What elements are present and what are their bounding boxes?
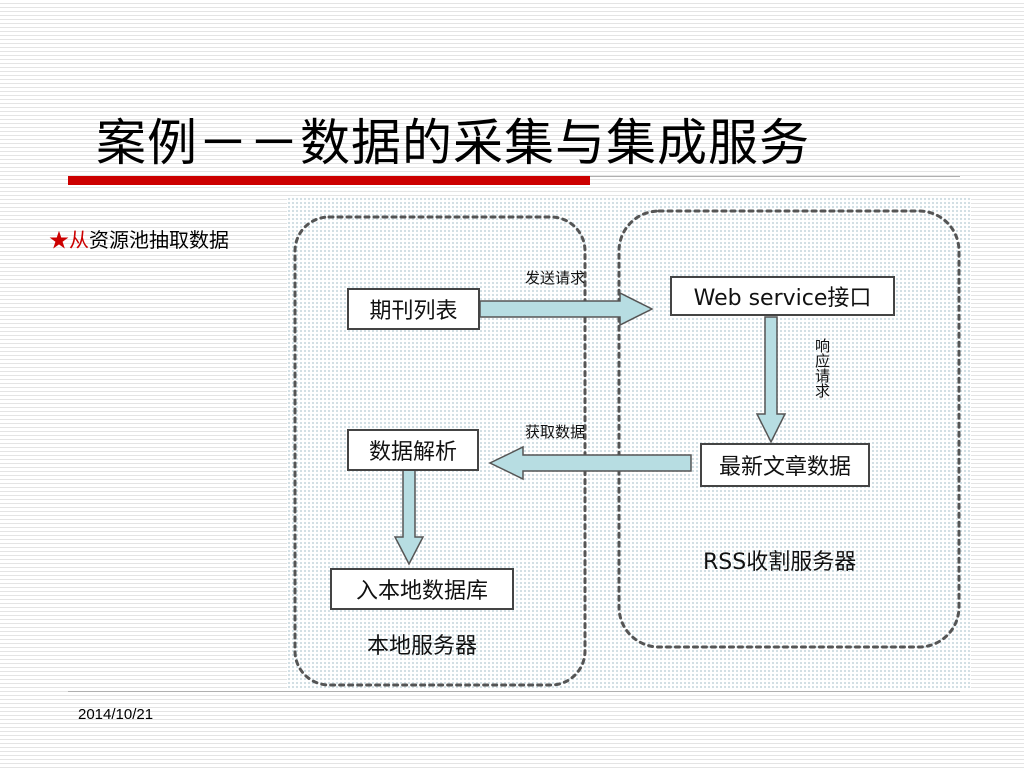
node-data-parsing: 数据解析: [347, 429, 479, 471]
title-underline-rule: [590, 176, 960, 177]
footer-date: 2014/10/21: [78, 706, 154, 723]
fetch-data-arrow: [488, 445, 692, 481]
node-journal-list: 期刊列表: [347, 288, 480, 330]
group-label-rss-server: RSS收割服务器: [703, 550, 857, 575]
node-local-database: 入本地数据库: [330, 568, 514, 610]
local-server-boundary: [293, 215, 587, 687]
respond-request-arrow: [755, 316, 787, 444]
bullet-lead-char: 从: [69, 228, 89, 252]
node-web-service: Web service接口: [670, 276, 895, 316]
diagram-canvas: [293, 209, 961, 687]
label-send-request: 发送请求: [525, 269, 586, 287]
slide-title: 案例－－数据的采集与集成服务: [96, 114, 810, 172]
star-icon: ★: [49, 228, 69, 252]
label-fetch-data: 获取数据: [525, 423, 586, 441]
label-respond-request: 响应请求: [813, 338, 831, 398]
send-request-arrow: [479, 291, 654, 327]
diagram-panel: 期刊列表 Web service接口 最新文章数据 数据解析 入本地数据库 发送…: [287, 197, 971, 690]
footer-rule: [68, 691, 960, 692]
node-latest-articles: 最新文章数据: [700, 443, 870, 487]
store-data-arrow: [393, 468, 425, 566]
title-underline-accent: [68, 176, 590, 185]
bullet-text: 资源池抽取数据: [89, 228, 229, 252]
rss-server-boundary: [617, 209, 961, 649]
bullet-item: ★从资源池抽取数据: [49, 224, 229, 253]
group-label-local-server: 本地服务器: [367, 634, 478, 659]
